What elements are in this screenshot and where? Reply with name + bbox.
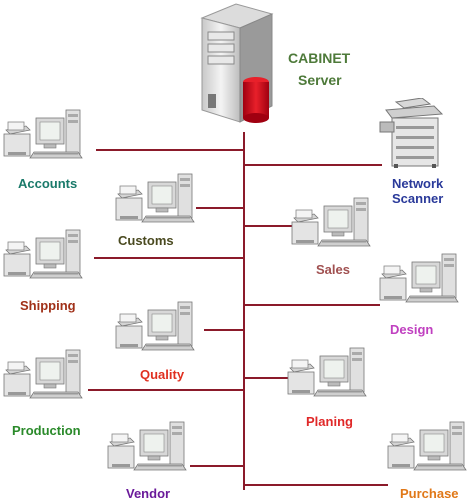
label-vendor: Vendor	[126, 486, 171, 501]
label-scanner-line2: Scanner	[392, 191, 444, 206]
server-title: CABINET	[288, 50, 351, 66]
label-quality: Quality	[140, 367, 185, 382]
workstation-icon[interactable]	[112, 172, 202, 242]
label-customs: Customs	[118, 233, 174, 248]
label-design: Design	[390, 322, 434, 337]
label-sales: Sales	[316, 262, 350, 277]
label-production: Production	[12, 423, 81, 438]
label-shipping: Shipping	[20, 298, 76, 313]
label-purchase: Purchase	[400, 486, 459, 501]
workstation-icon[interactable]	[288, 196, 378, 266]
server-icon	[196, 2, 276, 126]
workstation-icon[interactable]	[376, 252, 466, 322]
workstation-icon[interactable]	[284, 346, 374, 416]
label-accounts: Accounts	[18, 176, 78, 191]
label-planing: Planing	[306, 414, 353, 429]
workstation-icon[interactable]	[104, 420, 194, 490]
label-scanner-line1: Network	[392, 176, 444, 191]
network-scanner-icon[interactable]	[378, 97, 448, 170]
workstation-icon[interactable]	[0, 228, 90, 298]
workstation-icon[interactable]	[112, 300, 202, 370]
workstation-icon[interactable]	[0, 108, 90, 178]
server-subtitle: Server	[298, 72, 342, 88]
workstation-icon[interactable]	[384, 420, 474, 490]
workstation-icon[interactable]	[0, 348, 90, 418]
